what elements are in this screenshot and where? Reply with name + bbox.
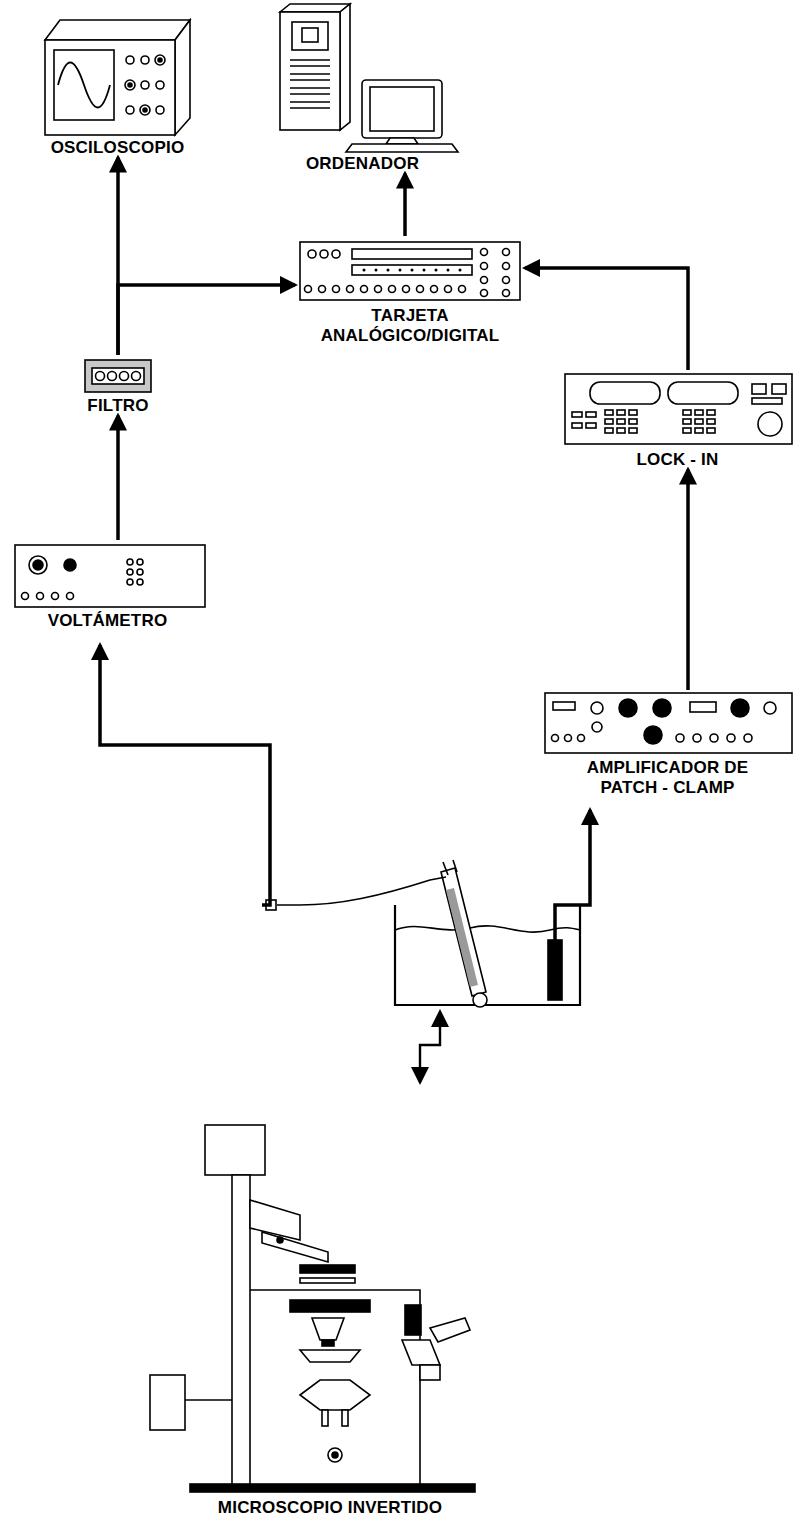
amplifier-node: AMPLIFICADOR DE PATCH - CLAMP (540, 690, 795, 797)
device-label: MICROSCOPIO INVERTIDO (175, 1498, 485, 1518)
device-label: VOLTÁMETRO (13, 611, 203, 631)
filter-node: FILTRO (68, 355, 168, 416)
signal-arrow (116, 416, 120, 540)
amplifier-drawing (545, 693, 792, 753)
recording-bath (262, 860, 580, 1007)
computer-drawing (280, 4, 458, 152)
oscilloscope-drawing (45, 20, 190, 135)
microscope-node: MICROSCOPIO INVERTIDO (170, 1090, 490, 1518)
oscilloscope-node: OSCILOSCOPIO (35, 8, 201, 158)
ad-card-node: TARJETA ANALÓGICO/DIGITAL (295, 236, 525, 345)
device-label: FILTRO (71, 396, 165, 416)
microscope-drawing (150, 1125, 475, 1492)
signal-arrow (403, 174, 407, 236)
device-label: AMPLIFICADOR DE PATCH - CLAMP (568, 758, 768, 797)
computer-node: ORDENADOR (270, 0, 456, 174)
signal-arrow (118, 285, 295, 355)
signal-arrow (686, 470, 690, 690)
lock-in-drawing (565, 374, 792, 444)
device-label: LOCK - IN (578, 450, 778, 470)
voltmeter-node: VOLTÁMETRO (10, 540, 206, 631)
device-label: TARJETA ANALÓGICO/DIGITAL (310, 306, 510, 345)
ad-card-drawing (300, 242, 520, 300)
device-label: ORDENADOR (273, 154, 453, 174)
signal-wires (100, 645, 590, 1082)
voltmeter-drawing (15, 545, 205, 607)
device-label: OSCILOSCOPIO (38, 138, 198, 158)
lock-in-node: LOCK - IN (560, 370, 795, 470)
filter-drawing (85, 360, 151, 392)
signal-arrow (525, 268, 688, 370)
